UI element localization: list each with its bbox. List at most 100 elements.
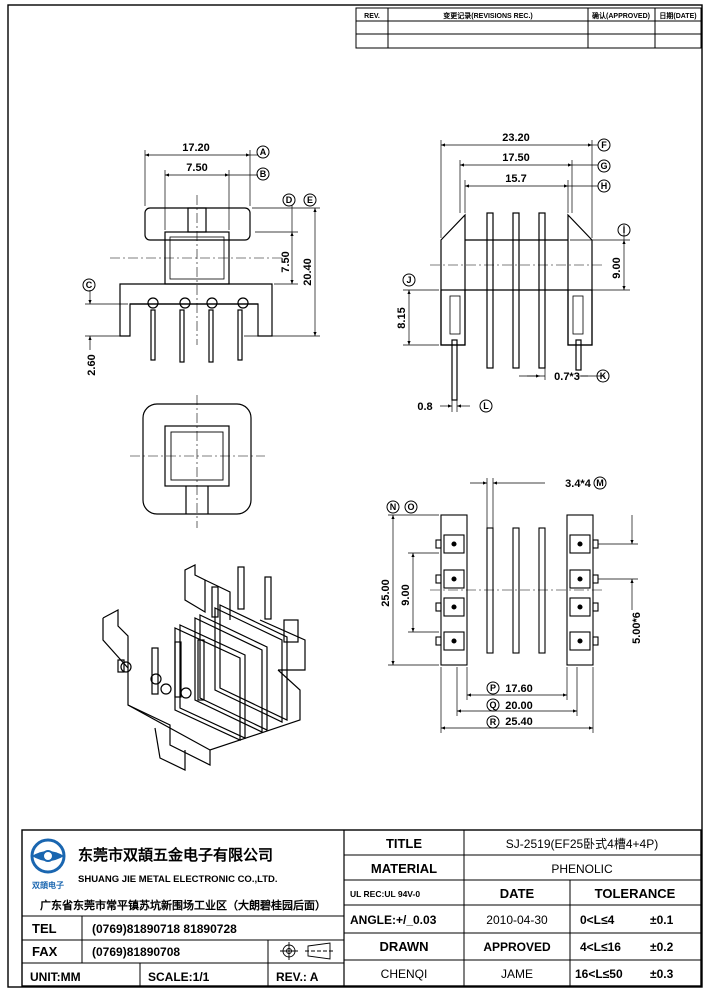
tolerance-label: TOLERANCE <box>595 886 676 901</box>
svg-text:K: K <box>600 371 607 381</box>
tolerance-range-3: 16<L≤50 <box>575 967 623 981</box>
dim-0-8: 0.8 <box>417 401 432 413</box>
svg-text:D: D <box>286 195 293 205</box>
marker-e: E <box>303 193 317 207</box>
svg-text:N: N <box>390 502 397 512</box>
marker-g: G <box>597 159 611 173</box>
approved-label: APPROVED <box>483 940 551 954</box>
title-value: SJ-2519(EF25卧式4槽4+4P) <box>506 837 658 851</box>
dim-8-15: 8.15 <box>396 307 408 328</box>
tolerance-value-3: ±0.3 <box>650 967 674 981</box>
dim-20-40: 20.40 <box>302 258 314 286</box>
svg-text:M: M <box>596 478 604 488</box>
dim-9-00: 9.00 <box>611 257 623 278</box>
bottom-view-dim-text: 3.4*4 25.00 9.00 5.00*6 17.60 20.00 25.4… <box>380 478 643 728</box>
dim-9-00-bottom: 9.00 <box>400 584 412 605</box>
ul-rec: UL REC:UL 94V-0 <box>350 889 420 899</box>
revision-table: REV. 变更记录(REVISIONS REC.) 确认(APPROVED) 日… <box>355 7 702 49</box>
tolerance-range-2: 4<L≤16 <box>580 940 621 954</box>
side-view <box>430 212 605 401</box>
marker-c: C <box>82 278 96 292</box>
marker-k: K <box>596 369 610 383</box>
dim-17-20: 17.20 <box>182 142 210 154</box>
projection-symbol <box>280 942 334 960</box>
svg-text:E: E <box>307 195 313 205</box>
reference-markers: A B C D E F G H I J K L M N O P Q R <box>82 138 631 729</box>
dim-25-00: 25.00 <box>380 579 392 607</box>
svg-text:R: R <box>490 717 497 727</box>
dim-23-20: 23.20 <box>502 132 530 144</box>
unit-label: UNIT:MM <box>30 970 81 984</box>
svg-text:O: O <box>407 502 414 512</box>
company-name-en: SHUANG JIE METAL ELECTRONIC CO.,LTD. <box>78 874 278 885</box>
dim-3-4x4: 3.4*4 <box>565 478 592 490</box>
front-view <box>110 195 285 363</box>
fax-value: (0769)81890708 <box>92 945 180 959</box>
marker-r: R <box>486 715 500 729</box>
dim-2-60: 2.60 <box>86 354 98 375</box>
company-name-cn: 东莞市双頡五金电子有限公司 <box>78 846 273 864</box>
fax-label: FAX <box>32 944 58 959</box>
dim-5-00x6: 5.00*6 <box>631 612 643 644</box>
material-value: PHENOLIC <box>551 862 613 876</box>
marker-m: M <box>593 476 607 490</box>
svg-text:L: L <box>483 401 489 411</box>
svg-text:G: G <box>600 161 607 171</box>
svg-text:F: F <box>601 140 607 150</box>
marker-o: O <box>404 500 418 514</box>
svg-text:C: C <box>86 280 93 290</box>
svg-text:Q: Q <box>489 700 496 710</box>
angle-tolerance: ANGLE:+/_0.03 <box>350 913 437 927</box>
title-label: TITLE <box>386 836 422 851</box>
isometric-view <box>102 564 306 771</box>
sheet-border <box>7 4 703 988</box>
svg-text:A: A <box>260 147 267 157</box>
tel-label: TEL <box>32 921 57 936</box>
side-view-dims <box>403 140 630 412</box>
marker-l: L <box>479 399 493 413</box>
tolerance-value-2: ±0.2 <box>650 940 674 954</box>
dim-20-00: 20.00 <box>505 700 533 712</box>
date-header: 日期(DATE) <box>659 11 696 20</box>
marker-q: Q <box>486 698 500 712</box>
scale-label: SCALE:1/1 <box>148 970 210 984</box>
tolerance-range-1: 0<L≤4 <box>580 913 615 927</box>
front-view-dim-text: 17.20 7.50 7.50 20.40 2.60 <box>86 142 314 376</box>
drawn-label: DRAWN <box>379 939 428 954</box>
marker-d: D <box>282 193 296 207</box>
svg-text:J: J <box>406 275 411 285</box>
svg-text:P: P <box>490 683 496 693</box>
svg-text:B: B <box>260 169 267 179</box>
marker-n: N <box>386 500 400 514</box>
title-block-text: 东莞市双頡五金电子有限公司 SHUANG JIE METAL ELECTRONI… <box>30 836 676 984</box>
svg-text:I: I <box>623 225 626 235</box>
material-label: MATERIAL <box>371 861 437 876</box>
dim-0-7x3: 0.7*3 <box>554 371 580 383</box>
tel-value: (0769)81890718 81890728 <box>92 922 237 936</box>
marker-f: F <box>597 138 611 152</box>
company-logo: 双頡电子 <box>30 838 66 890</box>
dim-17-50: 17.50 <box>502 152 530 164</box>
dim-15-7: 15.7 <box>505 173 526 185</box>
tolerance-value-1: ±0.1 <box>650 913 674 927</box>
logo-caption: 双頡电子 <box>32 880 64 890</box>
top-view <box>130 395 265 528</box>
dim-17-60: 17.60 <box>505 683 533 695</box>
bottom-view-dims <box>388 478 638 733</box>
dim-7-50-top: 7.50 <box>186 162 207 174</box>
dim-7-50-side: 7.50 <box>280 251 292 272</box>
date-value: 2010-04-30 <box>486 913 548 927</box>
dim-25-40: 25.40 <box>505 716 533 728</box>
marker-p: P <box>486 681 500 695</box>
approved-header: 确认(APPROVED) <box>592 11 650 20</box>
marker-b: B <box>256 167 270 181</box>
rev-label: REV.: A <box>276 970 319 984</box>
front-view-dims <box>85 150 320 350</box>
approved-value: JAME <box>501 967 533 981</box>
date-label: DATE <box>500 886 535 901</box>
revisions-header: 变更记录(REVISIONS REC.) <box>443 11 532 20</box>
marker-h: H <box>597 179 611 193</box>
drawn-value: CHENQI <box>381 967 428 981</box>
